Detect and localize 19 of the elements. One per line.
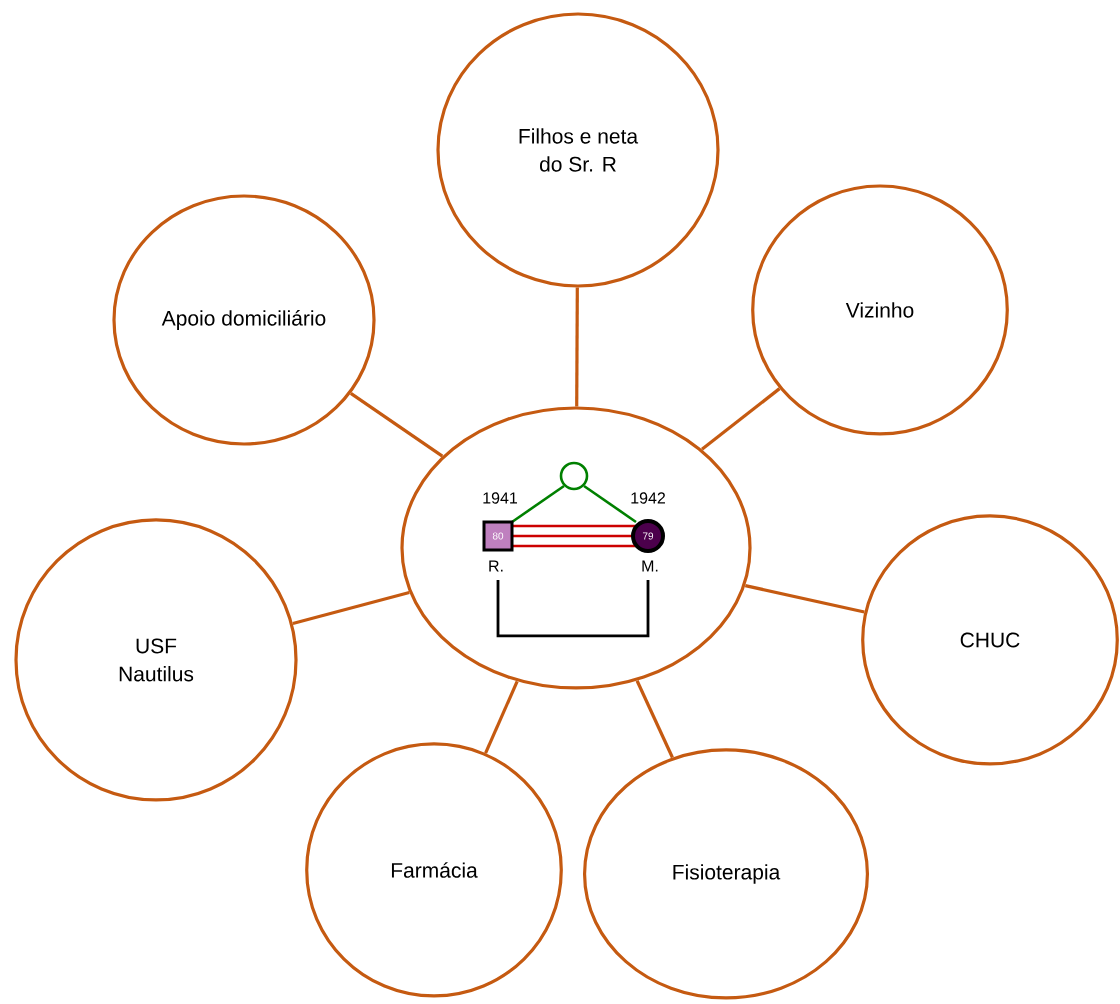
ellipse-node bbox=[400, 406, 752, 690]
ellipse-node: USF Nautilus bbox=[14, 518, 298, 802]
connector-line bbox=[575, 287, 579, 407]
connector-line bbox=[744, 584, 865, 614]
connector-line bbox=[349, 392, 444, 458]
connector-line bbox=[701, 387, 781, 451]
ellipse-node: Filhos e neta do Sr. R bbox=[436, 12, 720, 288]
connector-line bbox=[635, 680, 674, 759]
ellipse-node: Vizinho bbox=[751, 184, 1009, 436]
connector-line bbox=[292, 590, 410, 626]
year-label: 1942 bbox=[631, 492, 665, 504]
connector-line bbox=[484, 680, 519, 754]
name-label: R. bbox=[489, 560, 503, 572]
ellipse-node: Fisioterapia bbox=[583, 748, 870, 1000]
year-label: 1941 bbox=[483, 492, 517, 504]
ellipse-node: CHUC bbox=[861, 514, 1119, 766]
ellipse-node: Apoio domiciliário bbox=[112, 194, 376, 446]
ellipse-node: Farmácia bbox=[305, 742, 563, 998]
name-label: M. bbox=[642, 560, 658, 572]
